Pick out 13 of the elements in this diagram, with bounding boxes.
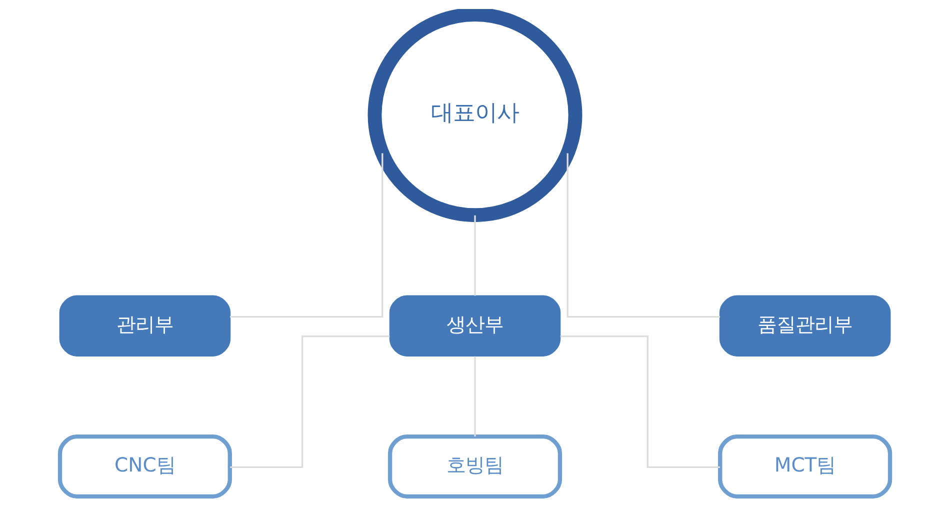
connector (560, 334, 720, 468)
node-box: 품질관리부 (719, 294, 891, 356)
node-box: MCT팀 (718, 434, 892, 498)
connector (566, 152, 720, 318)
connector (474, 214, 476, 296)
node-circle: 대표이사 (368, 8, 582, 222)
connector (230, 334, 390, 468)
node-box: 호빙팀 (388, 434, 562, 498)
connector (230, 152, 384, 318)
connector (474, 356, 476, 436)
node-box: 관리부 (59, 294, 231, 356)
node-box: CNC팀 (58, 434, 232, 498)
node-box: 생산부 (389, 294, 561, 356)
